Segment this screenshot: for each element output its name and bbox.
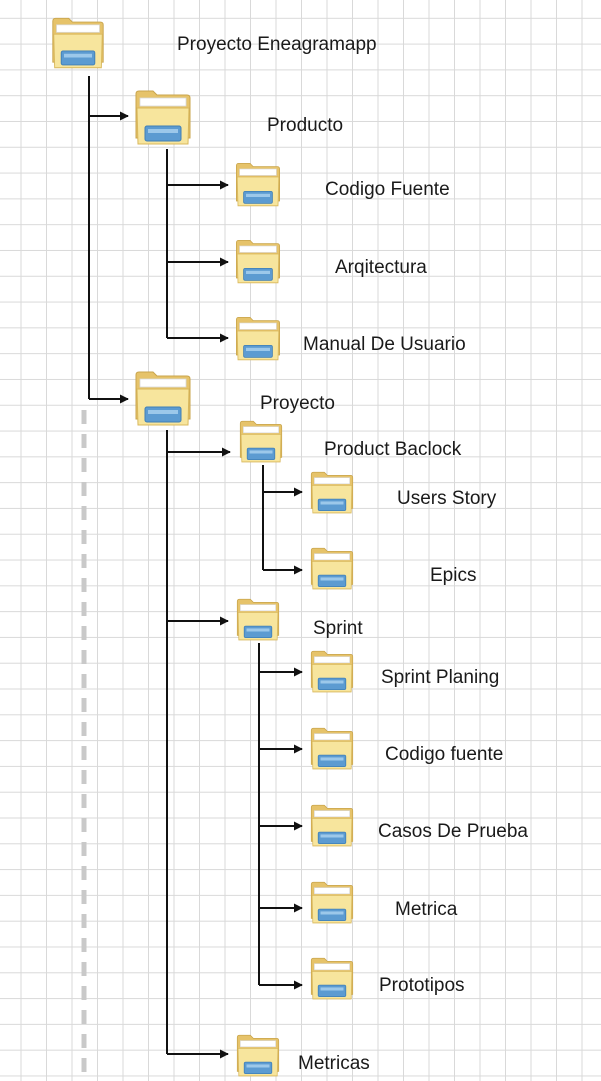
connector-layer <box>88 76 303 1059</box>
node-label-prototipos: Prototipos <box>379 975 465 996</box>
node-label-codigo-fuente: Codigo Fuente <box>325 179 450 200</box>
node-label-metricas: Metricas <box>298 1053 370 1074</box>
node-label-proyecto: Proyecto <box>260 393 335 414</box>
node-label-manual-de-usuario: Manual De Usuario <box>303 334 466 355</box>
folder-icon-metrica[interactable] <box>310 881 354 924</box>
folder-icon-metricas[interactable] <box>236 1034 280 1077</box>
folder-icon-manual-de-usuario[interactable] <box>235 316 281 361</box>
node-label-metrica: Metrica <box>395 899 458 920</box>
node-label-product-baclock: Product Baclock <box>324 439 462 460</box>
folder-icon-sprint[interactable] <box>236 598 280 641</box>
folder-icon-product-baclock[interactable] <box>239 420 283 463</box>
node-label-producto: Producto <box>267 115 343 136</box>
node-label-epics: Epics <box>430 565 476 586</box>
folder-icon-casos-de-prueba[interactable] <box>310 804 354 847</box>
folder-icon-proyecto[interactable] <box>135 371 191 426</box>
node-label-codigo-fuente-sprint: Codigo fuente <box>385 744 503 765</box>
folder-icon-prototipos[interactable] <box>310 957 354 1000</box>
folder-icon-users-story[interactable] <box>310 471 354 514</box>
folder-icon-codigo-fuente-sprint[interactable] <box>310 727 354 770</box>
folder-icon-producto[interactable] <box>135 90 191 145</box>
folder-icon-sprint-planing[interactable] <box>310 650 354 693</box>
folder-icon-proyecto-eneagramapp[interactable] <box>52 17 104 69</box>
folder-icon-codigo-fuente[interactable] <box>235 162 281 207</box>
folder-icon-arqitectura[interactable] <box>235 239 281 284</box>
node-label-users-story: Users Story <box>397 488 497 509</box>
node-label-casos-de-prueba: Casos De Prueba <box>378 821 528 842</box>
node-label-sprint: Sprint <box>313 618 363 639</box>
node-label-arqitectura: Arqitectura <box>335 257 427 278</box>
node-label-sprint-planing: Sprint Planing <box>381 667 499 688</box>
folder-icon-epics[interactable] <box>310 547 354 590</box>
node-label-proyecto-eneagramapp: Proyecto Eneagramapp <box>177 34 377 55</box>
